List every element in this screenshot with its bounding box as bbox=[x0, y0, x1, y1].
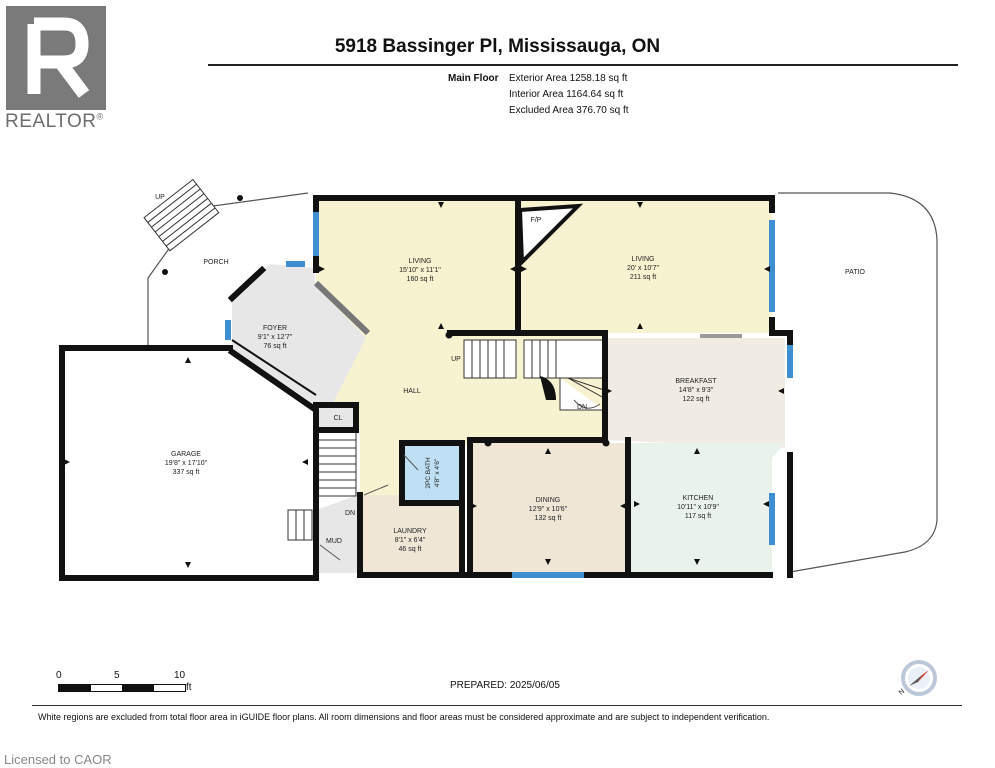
compass-icon: N bbox=[898, 660, 937, 697]
dining-floor bbox=[468, 443, 628, 573]
bath-dims: 4'8" x 4'6" bbox=[434, 458, 441, 487]
breakfast-floor bbox=[605, 338, 785, 448]
realtor-logo bbox=[6, 6, 106, 110]
dining-area: 132 sq ft bbox=[535, 515, 562, 522]
breakfast-area: 122 sq ft bbox=[683, 396, 710, 403]
disclaimer-text: White regions are excluded from total fl… bbox=[38, 712, 770, 722]
fp-label: F/P bbox=[531, 217, 542, 224]
prepared-date: PREPARED: 2025/06/05 bbox=[450, 680, 560, 691]
garage-dims: 19'8" x 17'10" bbox=[165, 460, 208, 467]
up-hall-label: UP bbox=[451, 356, 461, 363]
compass-n-label: N bbox=[898, 688, 906, 697]
garage-area: 337 sq ft bbox=[173, 469, 200, 476]
floor-label: Main Floor bbox=[448, 73, 499, 84]
laundry-floor bbox=[360, 495, 464, 573]
living-right-area: 211 sq ft bbox=[630, 274, 656, 281]
foyer-dims: 9'1" x 12'7" bbox=[258, 334, 293, 341]
foyer-floor bbox=[232, 264, 366, 405]
garage-name: GARAGE bbox=[171, 451, 201, 458]
breakfast-name: BREAKFAST bbox=[675, 378, 717, 385]
laundry-name: LAUNDRY bbox=[393, 528, 427, 535]
cl-floor bbox=[316, 405, 356, 430]
living-right-floor bbox=[518, 198, 772, 333]
mud-label: MUD bbox=[326, 538, 342, 545]
title-divider bbox=[208, 64, 958, 66]
mud-floor bbox=[316, 495, 358, 573]
living-right-name: LIVING bbox=[632, 256, 655, 263]
dining-name: DINING bbox=[536, 497, 561, 504]
garage-stairs bbox=[287, 431, 357, 541]
hall-stairs bbox=[463, 339, 605, 411]
license-watermark: Licensed to CAOR bbox=[4, 752, 112, 767]
laundry-area: 46 sq ft bbox=[399, 546, 422, 553]
bath-name: 2PC BATH bbox=[425, 457, 432, 489]
patio-label: PATIO bbox=[845, 269, 866, 276]
porch-stairs bbox=[143, 178, 220, 252]
excluded-area: Excluded Area 376.70 sq ft bbox=[509, 105, 629, 116]
dn-stair-label: DN bbox=[577, 404, 587, 411]
foyer-area: 76 sq ft bbox=[264, 343, 287, 350]
scale-tick-5: 5 bbox=[114, 670, 120, 681]
kitchen-floor bbox=[630, 443, 785, 572]
kitchen-dims: 10'11" x 10'9" bbox=[677, 504, 719, 511]
scale-tick-10: 10 bbox=[174, 670, 186, 681]
interior-area: Interior Area 1164.64 sq ft bbox=[509, 89, 624, 100]
hall-floor bbox=[316, 283, 605, 498]
living-left-area: 160 sq ft bbox=[407, 276, 434, 283]
cl-label: CL bbox=[334, 415, 343, 422]
up-porch-label: UP bbox=[155, 194, 165, 201]
exterior-area: Exterior Area 1258.18 sq ft bbox=[509, 73, 628, 84]
scale-unit: ft bbox=[186, 682, 192, 693]
kitchen-name: KITCHEN bbox=[683, 495, 714, 502]
kitchen-area: 117 sq ft bbox=[685, 513, 711, 520]
scale-bar-outline bbox=[58, 684, 186, 692]
foyer-name: FOYER bbox=[263, 325, 287, 332]
living-left-dims: 15'10" x 11'1" bbox=[399, 267, 441, 274]
scale-tick-0: 0 bbox=[56, 670, 62, 681]
dn-laundry-label: DN bbox=[345, 510, 355, 517]
dining-dims: 12'9" x 10'6" bbox=[529, 506, 568, 513]
realtor-wordmark: REALTOR® bbox=[5, 111, 104, 132]
living-left-name: LIVING bbox=[409, 258, 432, 265]
porch-label: PORCH bbox=[203, 259, 228, 266]
bath-floor bbox=[402, 445, 462, 503]
scale-bar: 0 5 10 ft bbox=[46, 668, 216, 698]
footer-divider bbox=[32, 705, 962, 706]
laundry-dims: 8'1" x 6'4" bbox=[395, 537, 426, 544]
breakfast-dims: 14'8" x 9'3" bbox=[679, 387, 714, 394]
hall-label: HALL bbox=[403, 388, 421, 395]
living-left-floor bbox=[316, 198, 518, 333]
page-title: 5918 Bassinger Pl, Mississauga, ON bbox=[334, 36, 661, 57]
living-right-dims: 20' x 10'7" bbox=[627, 265, 660, 272]
